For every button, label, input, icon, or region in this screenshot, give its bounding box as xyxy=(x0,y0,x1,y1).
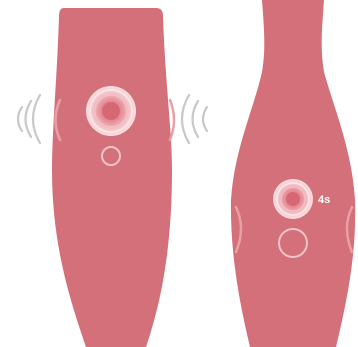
hold-duration-label: 4s xyxy=(318,194,330,206)
left-device-body xyxy=(52,8,172,347)
right-device-body xyxy=(231,0,355,347)
vibration-waves-right-icon xyxy=(182,95,207,143)
power-button-icon xyxy=(86,86,136,136)
left-device xyxy=(18,8,207,347)
power-button-icon xyxy=(273,179,313,219)
right-device: 4s xyxy=(231,0,355,347)
vibration-waves-left-icon xyxy=(18,95,40,143)
